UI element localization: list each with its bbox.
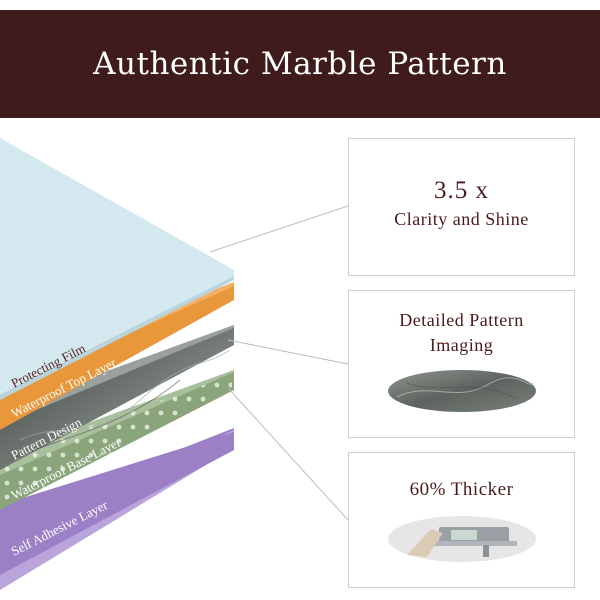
self-adhesive-layer [0,428,234,590]
pattern-line-2: Imaging [429,335,494,355]
caliper-icon [387,515,537,563]
feature-box-clarity: 3.5 x Clarity and Shine [348,138,575,276]
pattern-line-1: Detailed Pattern [399,310,524,330]
feature-box-pattern: Detailed Pattern Imaging [348,290,575,438]
clarity-subline: Clarity and Shine [394,209,529,229]
connector-line-clarity [209,205,349,253]
marble-swatch-icon [387,369,537,413]
connector-line-thickness [227,387,349,521]
page-title: Authentic Marble Pattern [93,46,507,82]
protecting-film-layer [0,138,234,400]
page-header: Authentic Marble Pattern [0,10,600,118]
waterproof-base-layer [0,370,234,510]
feature-box-thickness: 60% Thicker [348,452,575,588]
pattern-design-layer [0,325,234,470]
connector-line-pattern [227,339,349,365]
thickness-headline: 60% Thicker [409,479,514,500]
clarity-headline: 3.5 x [434,177,489,204]
